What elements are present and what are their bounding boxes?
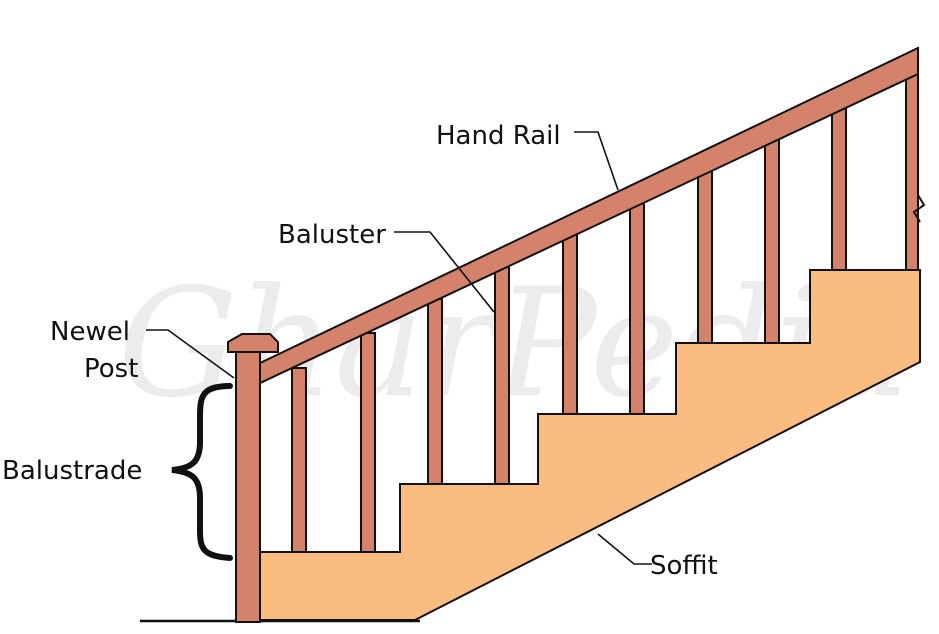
newel-post-label-line1: Newel [50, 317, 130, 347]
balustrade-brace [171, 383, 233, 561]
baluster [360, 332, 376, 553]
baluster [562, 228, 578, 415]
baluster [697, 159, 713, 344]
soffit-leader [597, 533, 652, 565]
baluster [629, 194, 645, 415]
baluster [831, 90, 847, 271]
baluster [494, 263, 510, 485]
balusters [291, 69, 919, 553]
newel-post-leader [146, 329, 235, 379]
rail-break-mark [912, 194, 926, 223]
newel-post [227, 333, 279, 623]
hand-rail-leader [574, 131, 619, 191]
hand-rail-label: Hand Rail [436, 121, 561, 151]
soffit-label: Soffit [650, 551, 718, 581]
baluster [905, 69, 919, 271]
baluster [291, 367, 307, 553]
baluster [427, 298, 443, 485]
newel-post-label-line2: Post [84, 354, 138, 384]
balustrade-label: Balustrade [2, 456, 142, 486]
baluster-label: Baluster [278, 220, 386, 250]
baluster [764, 125, 780, 344]
baluster-leader [394, 231, 495, 313]
stair-body [257, 269, 921, 621]
